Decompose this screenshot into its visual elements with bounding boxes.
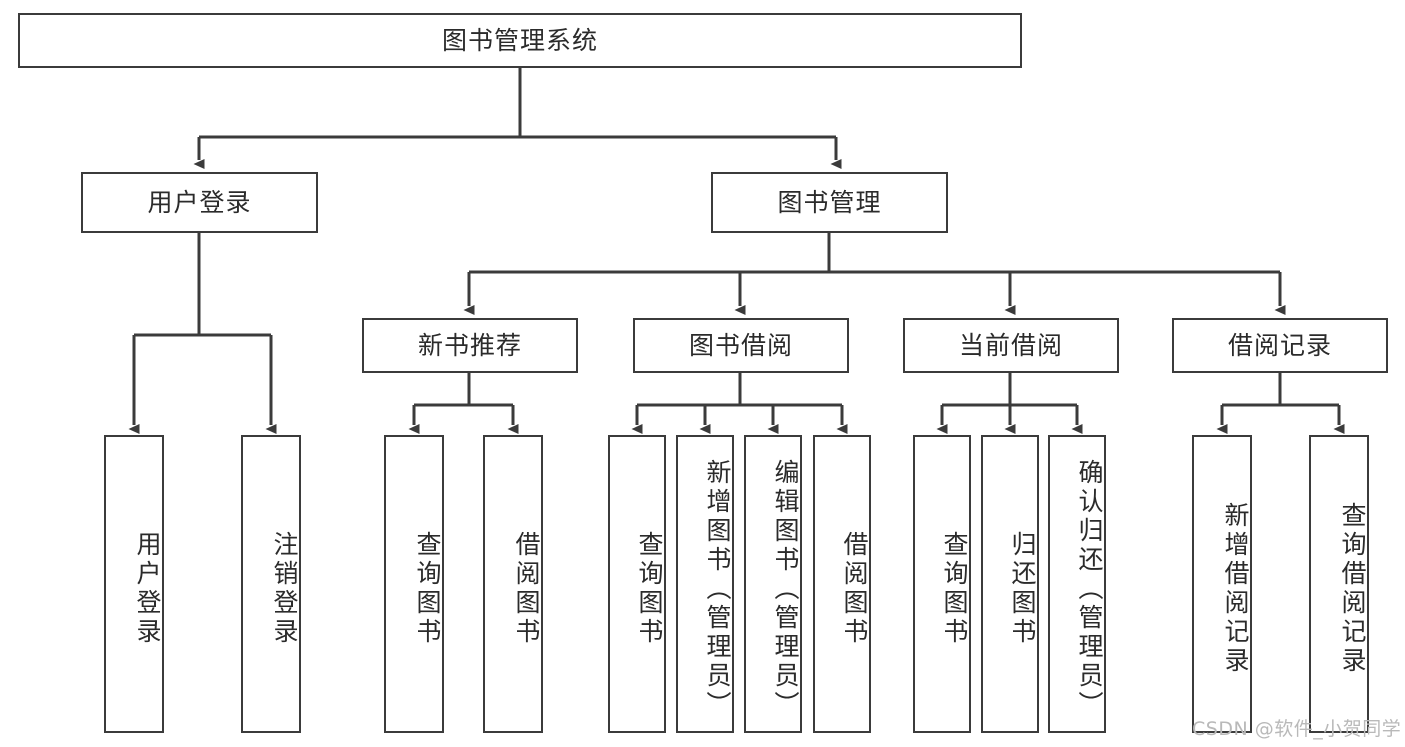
node-book-management[interactable]: 图书管理 <box>711 172 948 233</box>
leaf-book-borrow-add[interactable]: 新增图书（管理员） <box>676 435 734 733</box>
leaf-label: 查询图书 <box>413 531 442 647</box>
leaf-label: 新增图书（管理员） <box>703 458 732 720</box>
leaf-label: 编辑图书（管理员） <box>771 458 800 720</box>
leaf-current-borrow-confirm-return[interactable]: 确认归还（管理员） <box>1048 435 1106 733</box>
leaf-user-login-logout[interactable]: 注销登录 <box>241 435 301 733</box>
node-book-borrow-label: 图书借阅 <box>688 330 793 360</box>
leaf-label: 查询图书 <box>940 531 969 647</box>
node-book-management-label: 图书管理 <box>777 187 882 217</box>
csdn-watermark: CSDN @软件_小贺同学 <box>1192 718 1402 740</box>
node-root[interactable]: 图书管理系统 <box>18 13 1022 68</box>
node-new-book-recommend[interactable]: 新书推荐 <box>362 318 578 373</box>
leaf-label: 借阅图书 <box>512 531 541 647</box>
leaf-label: 归还图书 <box>1008 531 1037 647</box>
node-borrow-record[interactable]: 借阅记录 <box>1172 318 1388 373</box>
leaf-new-book-borrow[interactable]: 借阅图书 <box>483 435 543 733</box>
node-borrow-record-label: 借阅记录 <box>1227 330 1332 360</box>
node-new-book-recommend-label: 新书推荐 <box>417 330 522 360</box>
leaf-label: 用户登录 <box>133 531 162 647</box>
leaf-new-book-query[interactable]: 查询图书 <box>384 435 444 733</box>
leaf-label: 借阅图书 <box>840 531 869 647</box>
leaf-user-login-login[interactable]: 用户登录 <box>104 435 164 733</box>
leaf-label: 查询图书 <box>635 531 664 647</box>
leaf-book-borrow-edit[interactable]: 编辑图书（管理员） <box>744 435 802 733</box>
leaf-current-borrow-query[interactable]: 查询图书 <box>913 435 971 733</box>
node-user-login-label: 用户登录 <box>147 187 252 217</box>
leaf-borrow-record-query[interactable]: 查询借阅记录 <box>1309 435 1369 733</box>
node-current-borrow[interactable]: 当前借阅 <box>903 318 1119 373</box>
node-root-label: 图书管理系统 <box>441 25 598 55</box>
node-book-borrow[interactable]: 图书借阅 <box>633 318 849 373</box>
leaf-label: 注销登录 <box>270 531 299 647</box>
leaf-borrow-record-add[interactable]: 新增借阅记录 <box>1192 435 1252 733</box>
leaf-book-borrow-query[interactable]: 查询图书 <box>608 435 666 733</box>
node-current-borrow-label: 当前借阅 <box>958 330 1063 360</box>
node-user-login[interactable]: 用户登录 <box>81 172 318 233</box>
leaf-current-borrow-return[interactable]: 归还图书 <box>981 435 1039 733</box>
leaf-book-borrow-borrow[interactable]: 借阅图书 <box>813 435 871 733</box>
leaf-label: 确认归还（管理员） <box>1075 458 1104 720</box>
leaf-label: 查询借阅记录 <box>1338 502 1367 676</box>
leaf-label: 新增借阅记录 <box>1221 502 1250 676</box>
